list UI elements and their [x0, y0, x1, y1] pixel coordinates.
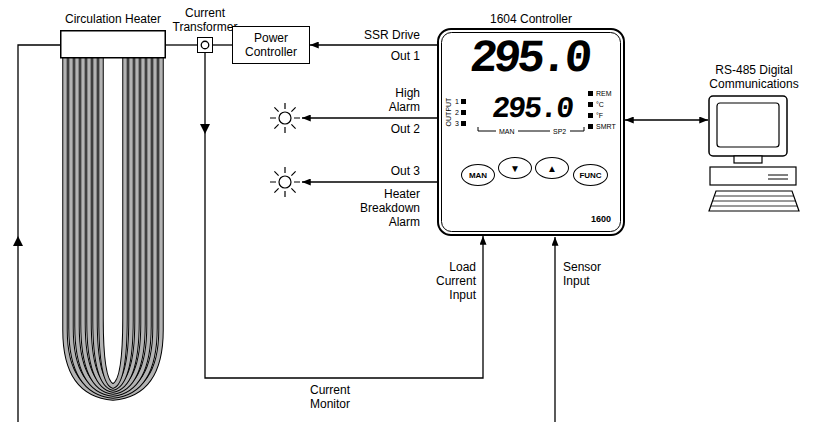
- setpoint-display: 295.0: [490, 94, 573, 124]
- alarm-line: [302, 117, 437, 118]
- output-label: OUTPUT: [444, 98, 453, 127]
- output-number: 1: [455, 97, 459, 106]
- computer-illustration: [708, 95, 800, 215]
- lamp-bulb: [279, 112, 291, 124]
- output-label: Out 2: [391, 122, 420, 136]
- signal-label: High Alarm: [380, 86, 420, 114]
- lamp-rays: [270, 103, 300, 133]
- indicator-label: °F: [596, 111, 603, 120]
- mode-label: SP2: [553, 127, 566, 136]
- sensor-line: [554, 237, 555, 422]
- connector: [166, 44, 197, 45]
- transformer-core: [201, 41, 209, 49]
- key-label: ▲: [547, 163, 557, 174]
- tube-outline: [83, 58, 143, 392]
- status-led: [588, 91, 593, 96]
- output-label: Out 3: [391, 164, 420, 178]
- return-pipe: [18, 45, 60, 422]
- output-led: [461, 99, 466, 104]
- heater-illustration: [60, 30, 166, 402]
- alarm-line: [302, 181, 437, 182]
- output-number: 3: [455, 119, 459, 128]
- controller-label: 1604 Controller: [456, 12, 606, 26]
- output-led: [461, 121, 466, 126]
- model-number: 1600: [591, 214, 611, 225]
- status-led: [588, 124, 593, 129]
- signal-label: Heater Breakdown Alarm: [355, 187, 420, 229]
- transformer-symbol: [198, 38, 212, 52]
- process-value-display: 295.0: [468, 36, 591, 82]
- tube-outline: [71, 58, 155, 396]
- keyboard-keys: [711, 196, 797, 206]
- edge-label: Current Monitor: [300, 383, 360, 411]
- heater-shape: Circulation Heater: [60, 30, 166, 402]
- box-label: Power Controller: [239, 31, 303, 59]
- screen: [717, 103, 779, 147]
- connector: [205, 53, 483, 378]
- input-label: Sensor Input: [563, 260, 608, 288]
- heater-tube: [89, 58, 137, 390]
- bezel-inner: [442, 33, 621, 232]
- power-controller-box: Power Controller: [232, 26, 310, 64]
- key-button: FUNC: [573, 164, 608, 186]
- key-label: ▼: [510, 163, 520, 174]
- tube-outline: [95, 58, 131, 388]
- indicator-label: °C: [596, 100, 604, 109]
- status-led: [588, 102, 593, 107]
- edge-label: SSR Drive: [364, 28, 420, 42]
- key-label: MAN: [469, 170, 487, 181]
- heater-manifold: [61, 31, 166, 58]
- heater-tube: [83, 58, 143, 392]
- mode-label: MAN: [499, 127, 515, 136]
- output-label: Out 1: [391, 49, 420, 63]
- system-unit: [710, 167, 796, 185]
- indicator-label: SMRT: [596, 122, 616, 131]
- indicator-label: REM: [596, 89, 612, 98]
- flow-arrow: [13, 236, 23, 246]
- status-led: [588, 113, 593, 118]
- output-number: 2: [455, 108, 459, 117]
- computer-label: RS-485 Digital Communications: [684, 63, 824, 91]
- keyboard: [709, 191, 799, 211]
- lamp-bulb: [279, 176, 291, 188]
- key-label: FUNC: [579, 170, 601, 181]
- monitor-stand: [734, 156, 762, 163]
- tube-outline: [77, 58, 149, 394]
- heater-tube: [101, 58, 125, 386]
- connector: [625, 119, 708, 120]
- connector: [213, 44, 232, 45]
- indicator-leds: [461, 91, 593, 129]
- current-transformer: Current Transformer: [197, 37, 213, 53]
- tube-outline: [101, 58, 125, 386]
- input-label: Load Current Input: [426, 260, 476, 302]
- monitor: [709, 96, 787, 156]
- tube-outline: [89, 58, 137, 390]
- key-button: MAN: [461, 164, 495, 186]
- drive-slot: [768, 175, 788, 179]
- mode-bracket: [478, 127, 584, 131]
- computer-icon: RS-485 Digital Communications: [708, 95, 800, 215]
- key-button: ▼: [498, 157, 532, 179]
- heater-tube: [65, 58, 161, 398]
- alarm-lamp: [270, 167, 300, 197]
- heater-label: Circulation Heater: [48, 12, 178, 26]
- heater-tube: [77, 58, 149, 394]
- alarm-lamp: [270, 103, 300, 133]
- connector: [310, 44, 437, 45]
- output-led: [461, 110, 466, 115]
- heater-tube: [71, 58, 155, 396]
- lamp-rays: [270, 167, 300, 197]
- heater-tube: [95, 58, 131, 388]
- tube-outline: [65, 58, 161, 398]
- key-button: ▲: [535, 157, 569, 179]
